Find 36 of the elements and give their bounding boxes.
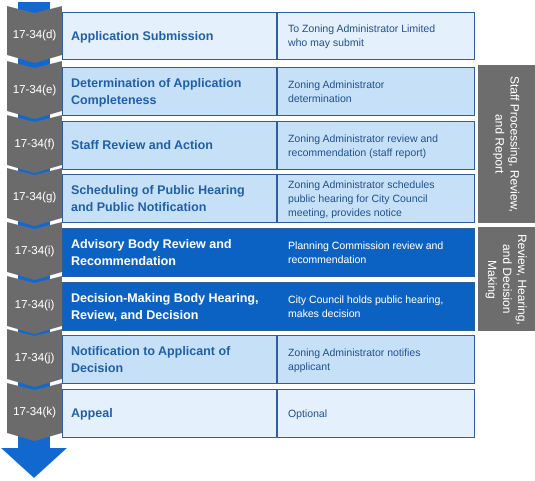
step-row: [62, 174, 475, 223]
step-description: Optional: [276, 390, 474, 437]
step-title: Advisory Body Review and Recommendation: [70, 236, 232, 270]
step-description: To Zoning Administrator Limited who may submit: [276, 13, 474, 59]
step-title: Staff Review and Action: [70, 137, 214, 154]
step-title: Decision-Making Body Hearing, Review, and Decision: [70, 290, 260, 324]
section-code: 17-34(k): [13, 406, 56, 418]
step-description: City Council holds public hearing, makes decision: [276, 283, 474, 330]
phase-label: Staff Processing, Review, and Report: [492, 75, 522, 214]
phase-label: Review, Hearing, and Decision Making: [484, 232, 529, 326]
step-description: Zoning Administrator determination: [276, 68, 474, 115]
step-description: Zoning Administrator schedules public hearing for City Council meeting, provides notice: [276, 175, 474, 222]
section-code: 17-34(e): [12, 84, 56, 96]
step-title: Application Submission: [70, 28, 214, 45]
step-row: [62, 67, 475, 116]
step-title: Scheduling of Public Hearing and Public Notification: [70, 182, 246, 216]
section-code: 17-34(d): [12, 28, 56, 40]
section-code: 17-34(g): [12, 191, 56, 203]
step-row: [62, 12, 475, 60]
section-code: 17-34(j): [14, 352, 54, 364]
step-title: Appeal: [70, 405, 114, 422]
phase-band: [478, 227, 535, 331]
step-description: Zoning Administrator notifies applicant: [276, 336, 474, 383]
step-row: [62, 282, 475, 331]
step-description: Planning Commission review and recommendation: [276, 229, 474, 276]
section-code: 17-34(f): [14, 138, 55, 150]
step-row: [62, 228, 475, 277]
step-row: [62, 335, 475, 384]
step-title: Determination of Application Completeness: [70, 74, 242, 109]
step-description: Zoning Administrator review and recommendation (staff report): [276, 122, 474, 169]
section-code: 17-34(i): [14, 245, 54, 257]
step-row: [62, 389, 475, 438]
step-title: Notification to Applicant of Decision: [70, 342, 232, 376]
section-code: 17-34(i): [14, 299, 54, 311]
phase-band: [478, 65, 535, 223]
step-row: [62, 121, 475, 170]
